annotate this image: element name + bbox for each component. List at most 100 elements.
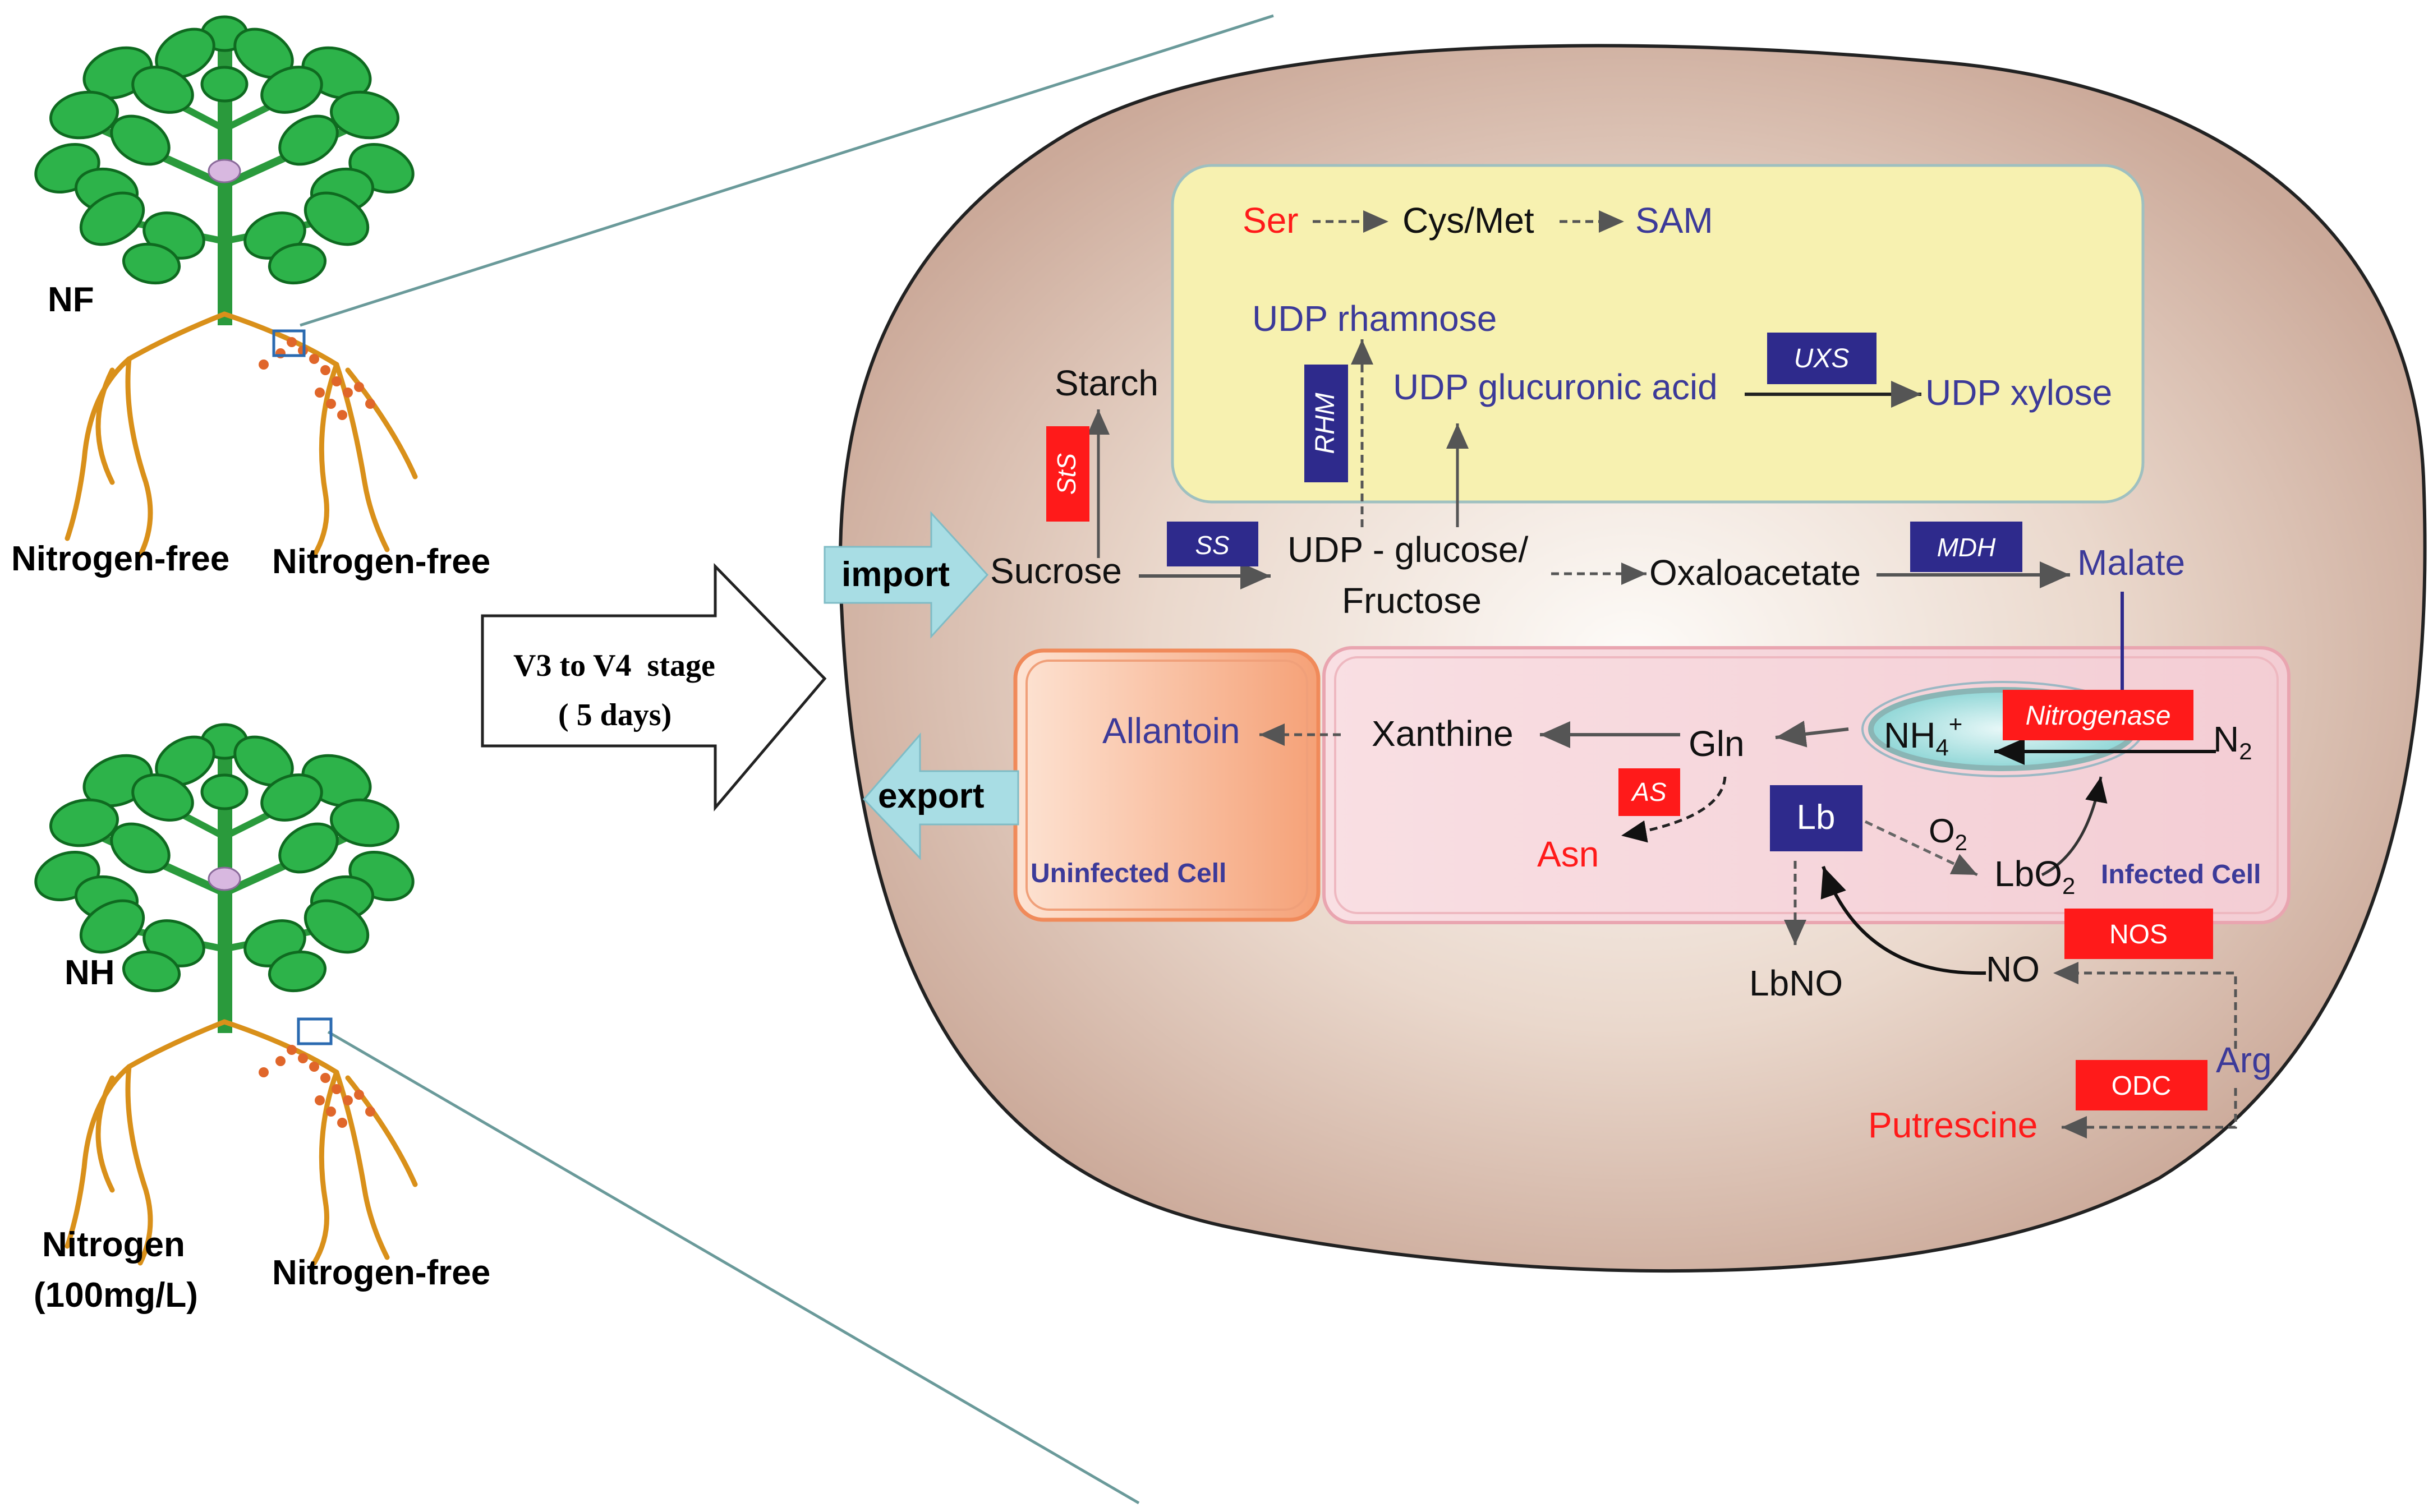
nodule-dot	[309, 354, 319, 364]
metabolite-udp-xylose: UDP xylose	[1925, 372, 2112, 413]
metabolite-asn: Asn	[1537, 834, 1599, 874]
nodule-dot	[332, 376, 342, 386]
plant-label-nh: NH	[65, 953, 115, 992]
nodule-dot	[343, 1095, 353, 1105]
leaf-icon	[278, 114, 339, 166]
metabolite-xanthine: Xanthine	[1372, 713, 1514, 754]
plant-leaves	[34, 723, 415, 993]
nodule-dot	[343, 388, 353, 398]
nodule-dot	[320, 1073, 330, 1083]
metabolite-sucrose: Sucrose	[990, 551, 1122, 591]
import-label: import	[841, 555, 950, 594]
nodule-dot	[326, 399, 336, 409]
metabolite-udp-rhamnose: UDP rhamnose	[1252, 298, 1497, 339]
nodule-dot	[259, 359, 269, 370]
leaf-icon	[131, 773, 194, 822]
enzyme-label-uxs: UXS	[1794, 344, 1850, 374]
metabolite-arg: Arg	[2216, 1040, 2272, 1080]
enzyme-box-nitrogenase	[2003, 690, 2193, 740]
metabolite-udp-glucose-1: UDP - glucose/	[1287, 529, 1528, 570]
enzyme-box-nos	[2064, 909, 2213, 959]
nodule-dot	[287, 1045, 297, 1055]
leaf-icon	[268, 950, 327, 993]
nodule-dot	[337, 1118, 347, 1128]
import-arrow	[824, 511, 989, 639]
leaf-icon	[303, 191, 370, 246]
enzyme-label-rhm: RHM	[1310, 393, 1340, 454]
enzyme-box-mdh	[1910, 522, 2022, 572]
enzyme-box-rhm	[1304, 365, 1348, 482]
plant-leaves	[34, 15, 415, 285]
metabolite-ser: Ser	[1243, 200, 1299, 241]
leaf-icon	[330, 798, 399, 847]
leaf-icon	[131, 66, 194, 114]
metabolite-oxaloacetate: Oxaloacetate	[1649, 552, 1861, 593]
plant-nf	[34, 15, 418, 558]
enzyme-label-as: AS	[1630, 777, 1667, 806]
export-arrow	[862, 732, 1019, 860]
root-system	[65, 311, 418, 558]
stage-arrow	[481, 563, 827, 812]
pot-label-nh-right: Nitrogen-free	[272, 1253, 490, 1292]
zoom-line-top	[300, 14, 1274, 327]
nodule-dot	[332, 1084, 342, 1094]
enzyme-label-ss: SS	[1195, 531, 1230, 560]
flower-icon	[208, 866, 241, 891]
enzyme-label-nos: NOS	[2109, 920, 2168, 949]
nodule-dot	[259, 1067, 269, 1077]
metabolite-lbo2: LbO2	[1994, 854, 2075, 899]
infected-cell-inner	[1334, 656, 2279, 914]
metabolite-sam: SAM	[1635, 200, 1713, 241]
stage-arrow-line2: ( 5 days)	[558, 698, 672, 732]
nodule-dot	[315, 1095, 325, 1105]
metabolite-lbno: LbNO	[1749, 963, 1843, 1003]
leaf-icon	[79, 899, 145, 954]
zoom-box	[297, 1017, 333, 1045]
lb-label: Lb	[1797, 798, 1836, 837]
metabolite-gln: Gln	[1689, 723, 1745, 764]
leaf-icon	[110, 114, 171, 166]
nodule-dot	[354, 1090, 364, 1100]
nodule-dot	[354, 382, 364, 392]
plant-label-nf: NF	[48, 280, 94, 319]
plastid-box	[1171, 164, 2145, 504]
export-label: export	[878, 777, 984, 815]
leaf-icon	[330, 90, 399, 140]
leaf-icon	[49, 90, 119, 140]
nodule-dot	[298, 1053, 308, 1063]
metabolite-allantoin: Allantoin	[1102, 711, 1240, 751]
leaf-icon	[122, 242, 181, 285]
lb-box	[1770, 785, 1862, 851]
plant-nh	[34, 723, 418, 1266]
enzyme-box-ss	[1167, 522, 1258, 566]
uninfected-cell-label: Uninfected Cell	[1031, 859, 1226, 888]
leaf-icon	[260, 66, 323, 114]
pot-label-nh-left-1: Nitrogen	[42, 1225, 185, 1264]
enzyme-label-nitrogenase: Nitrogenase	[2026, 701, 2171, 731]
metabolite-udp-glucuronic: UDP glucuronic acid	[1393, 367, 1718, 407]
pot-label-nf-right: Nitrogen-free	[272, 542, 490, 581]
enzyme-box-uxs	[1767, 333, 1877, 384]
metabolite-putrescine: Putrescine	[1868, 1105, 2038, 1145]
leaf-icon	[260, 773, 323, 822]
enzyme-label-odc: ODC	[2112, 1071, 2172, 1101]
leaf-icon	[49, 798, 119, 847]
nodule-dot	[326, 1107, 336, 1117]
metabolite-malate: Malate	[2077, 542, 2185, 583]
leaf-icon	[200, 66, 249, 103]
leaf-icon	[110, 822, 171, 874]
pot-label-nh-left-2: (100mg/L)	[34, 1276, 198, 1315]
zoom-box	[272, 329, 306, 357]
flower-icon	[208, 159, 241, 183]
zoom-line-bottom	[327, 1030, 1140, 1505]
root-nodules	[259, 337, 375, 420]
metabolite-starch: Starch	[1055, 363, 1158, 403]
nodule-dot	[320, 365, 330, 375]
enzyme-label-sts: StS	[1052, 453, 1081, 495]
uninfected-cell-inner	[1025, 660, 1308, 911]
nodule-dot	[309, 1062, 319, 1072]
enzyme-box-odc	[2076, 1060, 2207, 1110]
metabolite-n2: N2	[2213, 719, 2252, 764]
